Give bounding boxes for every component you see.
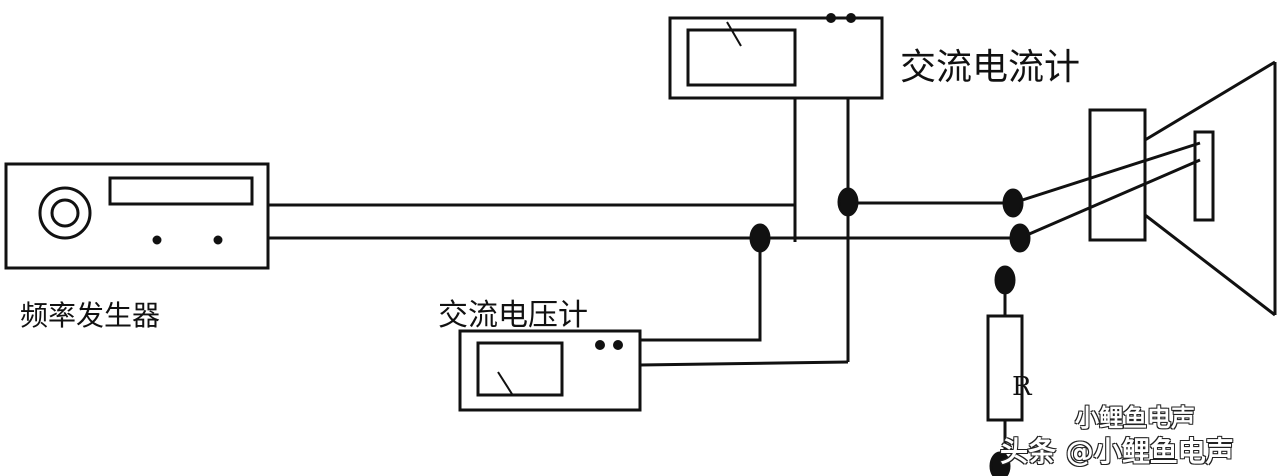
display-window: [108, 176, 254, 206]
frequency-generator: [4, 162, 270, 270]
resistor-label: R: [1012, 372, 1032, 402]
wires: [268, 98, 1201, 462]
ac-voltmeter-label: 交流电压计: [438, 298, 588, 333]
frequency-generator-label: 频率发生器: [20, 299, 161, 332]
watermark-line2: 头条 @小鲤鱼电声: [1000, 435, 1234, 468]
connection-nodes: [749, 187, 1031, 476]
ac-ammeter: [668, 13, 884, 100]
ac-ammeter-label: 交流电流计: [900, 47, 1081, 88]
ac-voltmeter: [458, 329, 642, 412]
knob-icon: [38, 186, 92, 240]
resistor: [986, 314, 1024, 422]
loudspeaker-icon: [1088, 60, 1277, 317]
watermark-line1: 小鲤鱼电声: [1075, 404, 1195, 432]
